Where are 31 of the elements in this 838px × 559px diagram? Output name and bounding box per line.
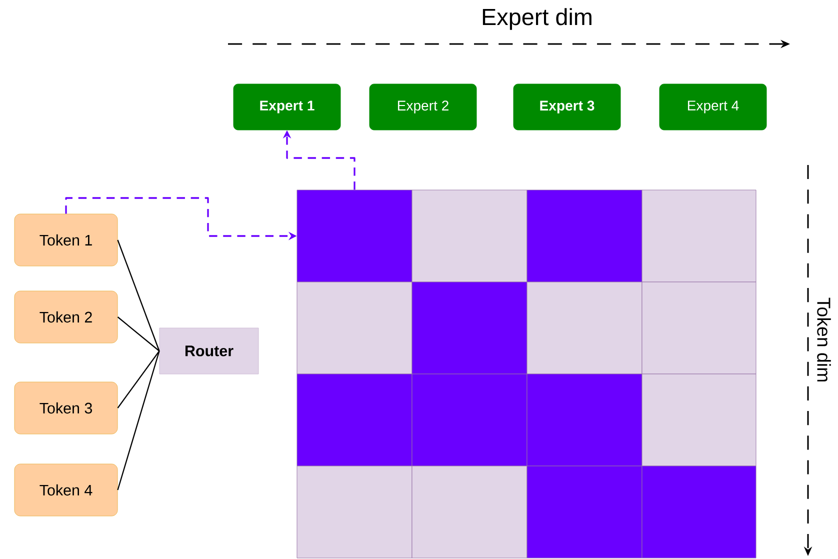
matrix-cell <box>412 282 528 374</box>
connector-line <box>117 350 160 490</box>
matrix-cell <box>642 190 756 282</box>
connector-line <box>117 240 160 352</box>
matrix-cell <box>642 374 756 466</box>
matrix-cell <box>526 466 642 558</box>
matrix-cell <box>642 282 756 374</box>
expert-box: Expert 2 <box>369 84 477 130</box>
matrix-cell <box>526 374 642 466</box>
expert-box: Expert 1 <box>233 84 341 130</box>
matrix-cell <box>412 374 528 466</box>
matrix-cell <box>642 466 756 558</box>
matrix-cell <box>412 190 528 282</box>
matrix-cell <box>526 282 642 374</box>
token-box: Token 2 <box>14 290 118 344</box>
axis-label: Token dim <box>817 298 831 382</box>
matrix-cell <box>296 374 412 466</box>
matrix-cell <box>296 190 412 282</box>
axis-label: Expert dim <box>482 8 592 30</box>
token-box: Token 4 <box>14 464 118 516</box>
token-box: Token 1 <box>14 214 118 266</box>
matrix-cell <box>526 190 642 282</box>
expert-box: Expert 3 <box>513 84 621 130</box>
token-box: Token 3 <box>14 382 118 434</box>
connector-line <box>117 316 160 352</box>
matrix-cell <box>296 282 412 374</box>
connector-line <box>117 350 160 408</box>
matrix-cell <box>296 466 412 558</box>
expert-box: Expert 4 <box>659 84 767 130</box>
matrix-cell <box>412 466 528 558</box>
router-box: Router <box>159 328 259 374</box>
